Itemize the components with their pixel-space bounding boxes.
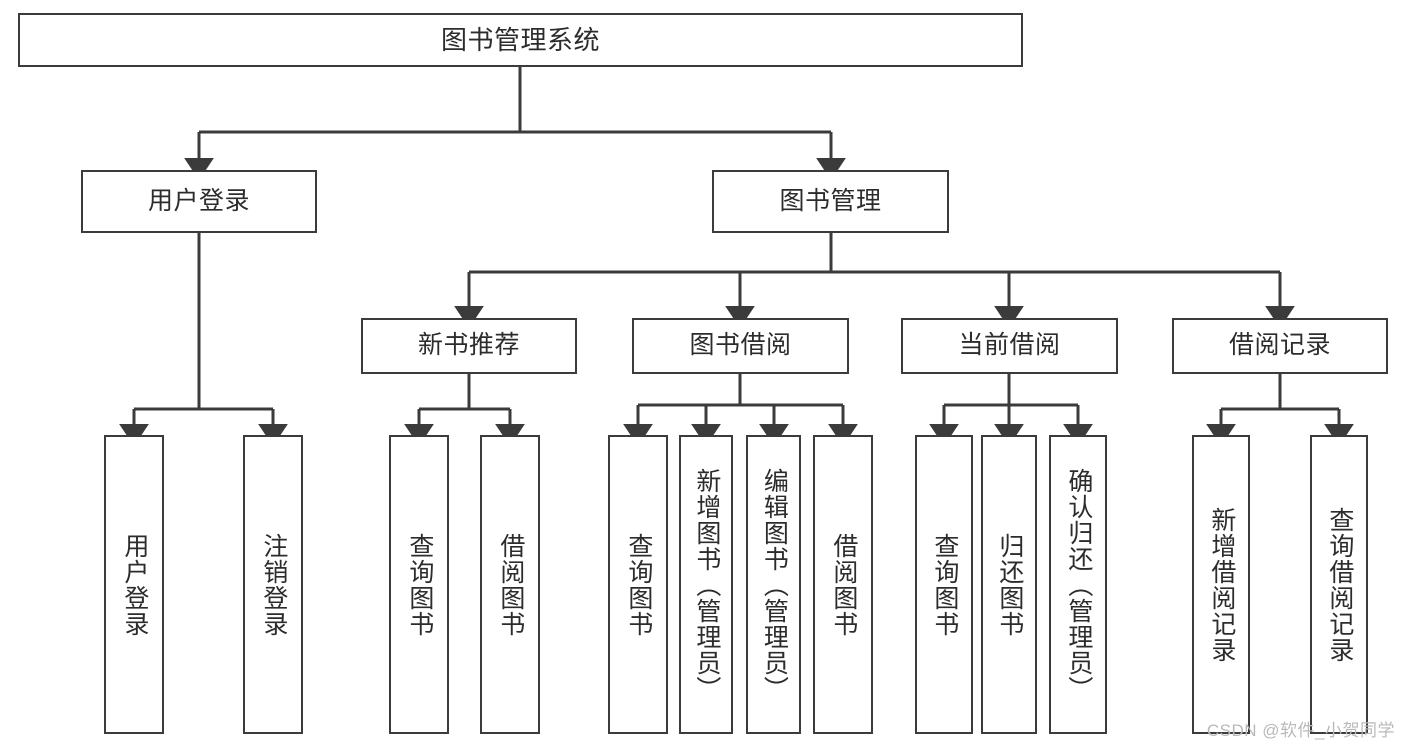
node-label: 新增图书（管理员） [692,467,721,702]
node-label: 用户登录 [147,186,250,215]
node-label: 当前借阅 [958,331,1061,360]
node-label: 新书推荐 [417,331,520,360]
node-new-book-recommendation[interactable]: 新书推荐 [361,318,577,374]
leaf-borrow-book-new-rec[interactable]: 借阅图书 [480,435,540,734]
leaf-user-login[interactable]: 用户登录 [104,435,164,734]
node-label: 查询图书 [405,532,434,637]
node-user-login[interactable]: 用户登录 [81,170,317,233]
node-label: 图书借阅 [689,331,792,360]
leaf-query-borrow-record[interactable]: 查询借阅记录 [1310,435,1368,734]
node-label: 查询图书 [930,532,959,637]
leaf-edit-book-admin[interactable]: 编辑图书（管理员） [746,435,801,734]
node-label: 注销登录 [259,532,288,637]
node-label: 查询图书 [624,532,653,637]
node-root-book-management-system[interactable]: 图书管理系统 [18,13,1023,67]
leaf-return-book[interactable]: 归还图书 [981,435,1037,734]
leaf-add-book-admin[interactable]: 新增图书（管理员） [679,435,733,734]
node-label: 图书管理系统 [440,24,600,55]
node-label: 用户登录 [120,532,149,637]
node-book-borrowing[interactable]: 图书借阅 [632,318,849,374]
node-label: 新增借阅记录 [1207,506,1236,663]
leaf-confirm-return-admin[interactable]: 确认归还（管理员） [1049,435,1107,734]
leaf-add-borrow-record[interactable]: 新增借阅记录 [1192,435,1250,734]
leaf-query-book-borrowing[interactable]: 查询图书 [608,435,668,734]
node-borrowing-record[interactable]: 借阅记录 [1172,318,1388,374]
node-book-management[interactable]: 图书管理 [712,170,949,233]
node-current-borrowing[interactable]: 当前借阅 [901,318,1118,374]
csdn-watermark: CSDN @软件_小贺同学 [1206,721,1395,740]
node-label: 借阅图书 [829,532,858,637]
leaf-borrow-book-borrowing[interactable]: 借阅图书 [813,435,873,734]
node-label: 图书管理 [779,186,882,215]
node-label: 确认归还（管理员） [1064,467,1093,702]
node-label: 归还图书 [995,532,1024,637]
node-label: 查询借阅记录 [1325,506,1354,663]
leaf-query-book-new-rec[interactable]: 查询图书 [389,435,449,734]
leaf-query-book-current[interactable]: 查询图书 [915,435,973,734]
node-label: 借阅图书 [496,532,525,637]
node-label: 借阅记录 [1228,331,1331,360]
leaf-logout-login[interactable]: 注销登录 [243,435,303,734]
node-label: 编辑图书（管理员） [760,467,789,702]
